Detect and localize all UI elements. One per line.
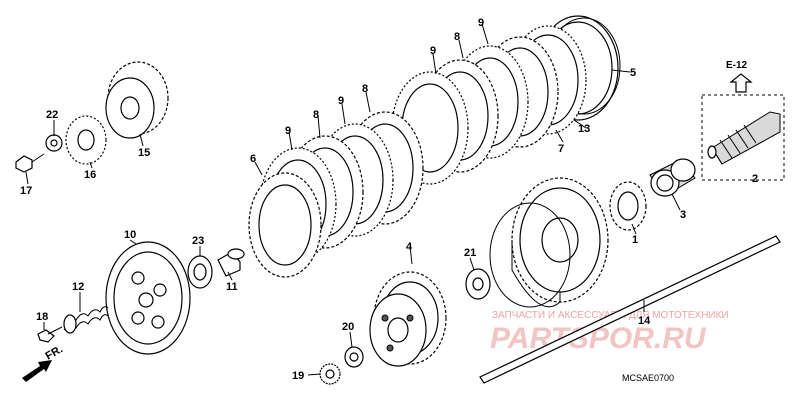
callout-14: 14 — [638, 315, 651, 327]
callout-16: 16 — [84, 169, 96, 181]
clutch-plate-stack — [248, 25, 587, 278]
callout-7: 7 — [558, 143, 564, 155]
part-17-bolt — [15, 153, 45, 173]
callout-2: 2 — [752, 173, 758, 185]
callout-8a: 8 — [454, 31, 460, 43]
callout-3: 3 — [680, 209, 686, 221]
callout-23: 23 — [192, 235, 204, 247]
callout-19: 19 — [292, 370, 304, 382]
part-15-gear — [105, 61, 169, 139]
callout-1: 1 — [632, 234, 638, 246]
callout-9a: 9 — [478, 17, 484, 29]
callout-18: 18 — [36, 311, 48, 323]
callout-5: 5 — [630, 67, 636, 79]
part-20-washer — [344, 346, 364, 368]
callout-13: 13 — [578, 123, 590, 135]
callout-9c: 9 — [338, 95, 344, 107]
part-21-washer — [465, 268, 491, 300]
callout-21: 21 — [464, 247, 476, 259]
reference-label: E-12 — [726, 60, 748, 71]
part-1-ring — [609, 181, 647, 231]
front-direction-arrow: FR. — [22, 343, 65, 382]
callout-12: 12 — [72, 281, 84, 293]
callout-22: 22 — [46, 109, 58, 121]
part-11-lifter — [217, 248, 245, 277]
part-10-pressure-plate — [105, 241, 191, 355]
up-arrow-icon — [729, 73, 753, 93]
part-18-bolt — [37, 326, 63, 343]
part-19-nut — [319, 363, 341, 385]
callout-9d: 9 — [285, 125, 291, 137]
part-16-sprocket — [65, 115, 107, 165]
callout-15: 15 — [138, 147, 150, 159]
clutch-outer-basket — [489, 177, 609, 308]
part-12-spring — [63, 306, 109, 334]
part-3-collar — [649, 158, 696, 197]
callout-17: 17 — [20, 185, 32, 197]
reference-e12: E-12 — [701, 60, 785, 181]
part-22-washer — [45, 134, 63, 152]
callout-8c: 8 — [313, 109, 319, 121]
callout-4: 4 — [406, 241, 413, 253]
callout-6: 6 — [250, 153, 256, 165]
direction-label: FR. — [44, 343, 65, 362]
callout-11: 11 — [226, 281, 238, 293]
part-2-mainshaft — [707, 111, 781, 165]
callout-10: 10 — [124, 229, 136, 241]
callout-labels: 1 2 3 4 5 6 7 8 8 8 9 9 9 9 10 11 12 13 … — [20, 17, 758, 382]
callout-20: 20 — [342, 321, 354, 333]
part-14-push-rod — [479, 235, 781, 384]
part-4-clutch-center — [369, 271, 447, 367]
callout-8b: 8 — [362, 83, 368, 95]
leader-lines — [25, 23, 681, 376]
part-23-bearing — [187, 255, 213, 289]
callout-9b: 9 — [430, 45, 436, 57]
drawing-code: MCSAE0700 — [622, 373, 674, 383]
